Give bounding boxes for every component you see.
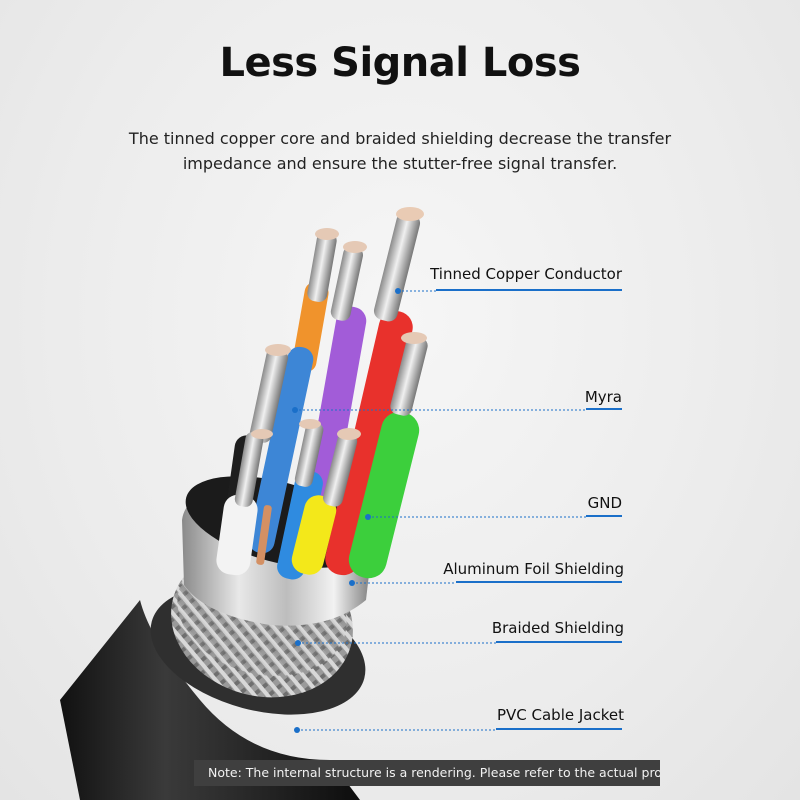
callout-label-tinned-copper: Tinned Copper Conductor [430, 265, 622, 283]
callout-label-gnd: GND [587, 494, 622, 512]
wire-green [348, 411, 420, 579]
callout-underline [436, 289, 622, 291]
callout-label-aluminum-foil: Aluminum Foil Shielding [443, 560, 624, 578]
wire-yellow [291, 495, 337, 575]
page-subtitle: The tinned copper core and braided shiel… [128, 129, 672, 173]
callout-dots [292, 288, 401, 733]
callout-label-braided-shielding: Braided Shielding [491, 619, 624, 637]
pvc-jacket [60, 600, 360, 800]
callout-underline [456, 581, 622, 583]
callout-label-pvc-jacket: PVC Cable Jacket [496, 706, 624, 724]
callout-underline [496, 641, 622, 643]
wire-blue-back [248, 346, 314, 554]
callout-leaders [295, 290, 586, 731]
disclaimer-note: Note: The internal structure is a render… [194, 760, 660, 786]
wire-red [325, 310, 413, 576]
callout-label-myra: Myra [584, 388, 622, 406]
tinned-copper-strands [234, 207, 428, 565]
wire-white [216, 494, 258, 576]
callout-underline [496, 728, 622, 730]
page-title: Less Signal Loss [219, 40, 581, 86]
callout-underline [586, 408, 622, 410]
callout-underline [586, 515, 622, 517]
